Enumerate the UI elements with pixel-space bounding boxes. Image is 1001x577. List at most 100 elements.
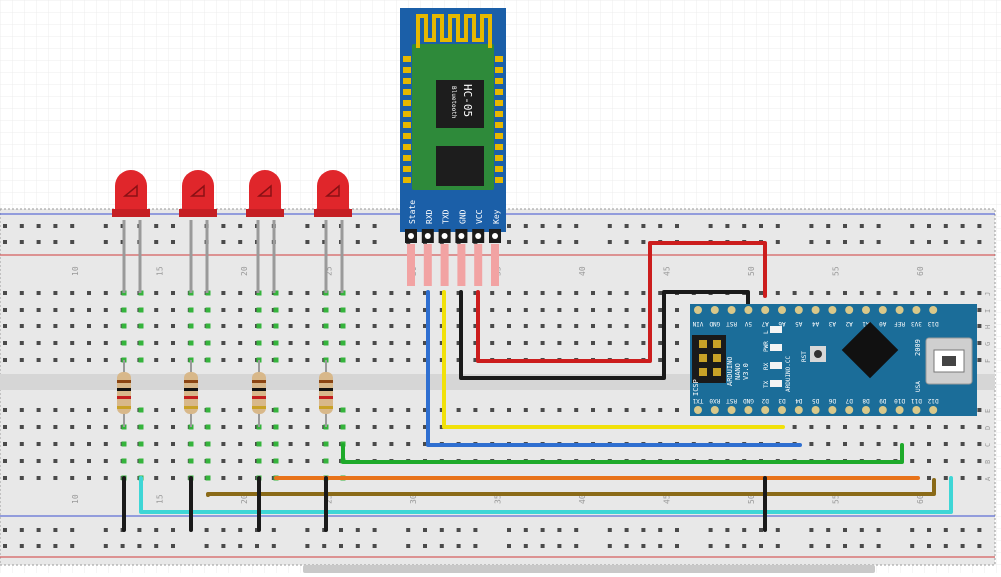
breadboard-hole — [523, 408, 528, 412]
rail-hole — [70, 544, 75, 548]
horizontal-scrollbar[interactable] — [303, 565, 875, 573]
breadboard-hole — [456, 291, 461, 295]
arduino-pin-label: D2 — [761, 397, 769, 404]
column-number: 40 — [578, 266, 587, 276]
breadboard-hole — [893, 425, 898, 429]
connected-hole — [323, 323, 329, 329]
breadboard-hole — [826, 442, 831, 446]
breadboard-hole — [53, 341, 58, 345]
breadboard-hole — [540, 341, 545, 345]
arduino-pin-label: D5 — [812, 397, 820, 404]
bluetooth-pads — [403, 56, 503, 183]
rail-hole — [742, 528, 747, 532]
resistor-band — [252, 388, 266, 391]
rail-hole — [943, 224, 948, 228]
status-led-label: PWR — [763, 341, 770, 352]
rail-hole — [809, 240, 814, 244]
breadboard-hole — [103, 341, 108, 345]
breadboard-hole — [523, 308, 528, 312]
breadboard-hole — [36, 358, 41, 362]
breadboard-hole — [910, 291, 915, 295]
arduino-pin-label: 3V3 — [911, 320, 922, 327]
rail-hole — [19, 240, 24, 244]
breadboard-hole — [809, 291, 814, 295]
connected-hole — [323, 307, 329, 313]
connected-hole — [273, 340, 279, 346]
rail-hole — [322, 544, 327, 548]
rail-hole — [557, 224, 562, 228]
rail-hole — [658, 544, 663, 548]
leds — [112, 170, 352, 293]
breadboard-hole — [591, 291, 595, 295]
wire-cyan — [139, 476, 953, 514]
led — [246, 170, 284, 293]
arduino-pin-label: D13 — [927, 320, 938, 327]
rail-hole — [574, 240, 579, 244]
wires — [122, 241, 953, 532]
breadboard-hole — [423, 408, 427, 412]
breadboard-hole — [456, 358, 461, 362]
breadboard-hole — [960, 459, 965, 463]
breadboard-hole — [456, 341, 461, 345]
rail-hole — [557, 528, 562, 532]
breadboard-hole — [36, 291, 41, 295]
rail-hole — [977, 224, 982, 228]
breadboard-hole — [238, 459, 243, 463]
breadboard-hole — [439, 308, 444, 312]
rail-hole — [456, 544, 461, 548]
breadboard-hole — [103, 408, 108, 412]
arduino-year: 2009 — [914, 339, 922, 356]
breadboard-hole — [607, 291, 612, 295]
arduino-pin — [878, 406, 887, 414]
rail-hole — [910, 528, 915, 532]
connected-hole — [205, 424, 211, 430]
breadboard-hole — [574, 341, 579, 345]
breadboard-hole — [36, 442, 41, 446]
breadboard-hole — [87, 358, 91, 362]
breadboard-hole — [406, 341, 411, 345]
breadboard-hole — [154, 459, 159, 463]
led-rim — [179, 209, 217, 217]
breadboard-hole — [406, 324, 411, 328]
arduino-pin — [794, 306, 803, 314]
pin-hole — [458, 233, 465, 239]
breadboard-hole — [171, 291, 175, 295]
breadboard-hole — [70, 425, 75, 429]
rail-hole — [3, 224, 7, 228]
pad — [495, 67, 503, 73]
rail-hole — [523, 544, 528, 548]
rail-hole — [809, 528, 814, 532]
pin-leg — [440, 244, 449, 286]
breadboard-hole — [977, 442, 982, 446]
breadboard-hole — [221, 408, 226, 412]
breadboard-hole — [943, 425, 948, 429]
breadboard-hole — [574, 408, 579, 412]
resistors — [117, 360, 333, 427]
breadboard-hole — [675, 308, 679, 312]
breadboard-hole — [876, 291, 881, 295]
breadboard-hole — [305, 459, 310, 463]
column-number: 60 — [916, 266, 925, 276]
rail-hole — [910, 544, 915, 548]
reset-button-cap[interactable] — [814, 350, 822, 358]
breadboard-hole — [305, 291, 310, 295]
breadboard-hole — [70, 408, 75, 412]
breadboard-hole — [103, 425, 108, 429]
breadboard-hole — [456, 308, 461, 312]
breadboard-hole — [624, 308, 629, 312]
breadboard-hole — [960, 442, 965, 446]
column-number: 25 — [325, 266, 334, 276]
breadboard-hole — [87, 425, 91, 429]
status-led — [770, 362, 782, 369]
breadboard-hole — [607, 324, 612, 328]
breadboard-hole — [927, 442, 931, 446]
breadboard-hole — [36, 408, 41, 412]
breadboard-hole — [305, 408, 310, 412]
breadboard-hole — [540, 324, 545, 328]
bluetooth-model: HC-05 — [461, 84, 474, 117]
breadboard-hole — [372, 442, 377, 446]
rail-hole — [36, 224, 41, 228]
column-number: 55 — [832, 494, 841, 504]
